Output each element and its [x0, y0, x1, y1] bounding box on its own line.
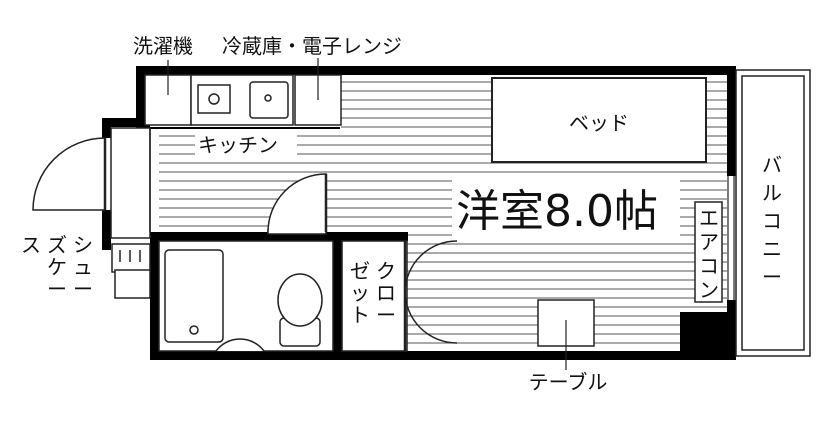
fridge-microwave-label: 冷蔵庫・電子レンジ [222, 34, 402, 58]
sink-icon [190, 74, 294, 126]
closet-label: クローゼット [350, 259, 396, 327]
shoe-case-label: シューズケース [21, 233, 93, 301]
balcony-label: バルコニー [762, 153, 782, 289]
balcony [735, 69, 811, 357]
aircon-label: エアコン [699, 206, 719, 302]
washing-machine-label: 洗濯機 [133, 34, 193, 58]
table-icon [537, 299, 595, 370]
bed-icon [491, 77, 707, 163]
room-label: 洋室8.0帖 [456, 186, 658, 237]
outer-walls [102, 66, 736, 360]
closet [341, 240, 458, 352]
window-icon [727, 176, 735, 300]
bed-label: ベッド [569, 111, 629, 135]
room-door-icon [267, 173, 328, 235]
bathroom [158, 240, 334, 352]
washing-machine-icon [144, 60, 192, 126]
table-label: テーブル [529, 370, 608, 394]
entrance-area [32, 127, 151, 299]
aircon-icon [694, 201, 723, 303]
kitchen-label: キッチン [198, 133, 278, 157]
fridge-icon [294, 58, 342, 126]
